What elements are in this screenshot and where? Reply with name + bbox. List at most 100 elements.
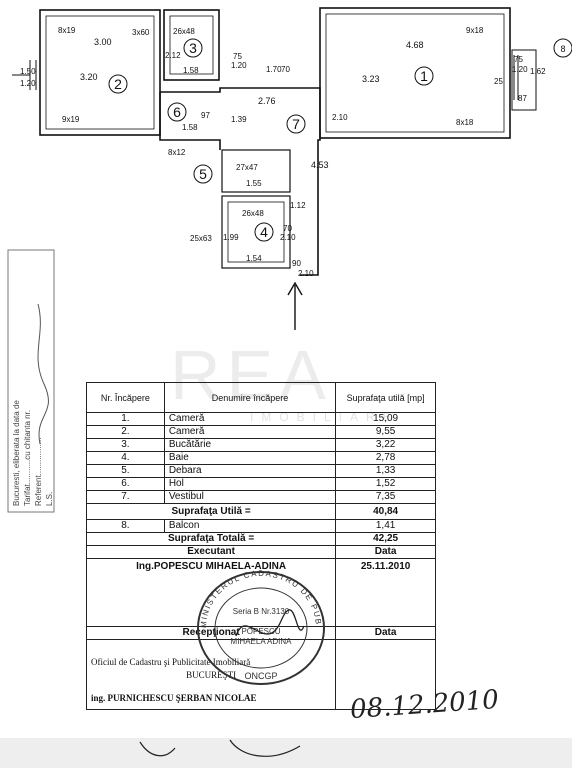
- hall-6-outline: [159, 92, 221, 150]
- dim-label: 3x60: [132, 28, 150, 37]
- room-name: Bucătărie: [163, 438, 337, 452]
- room-nr: 1.: [86, 412, 165, 426]
- executant-date: 25.11.2010: [335, 558, 436, 627]
- dim-label: 25x63: [190, 234, 212, 243]
- office-date-cell: [335, 639, 436, 710]
- total-area-row: Suprafaţa Totală = 42,25: [85, 532, 436, 546]
- dim-label: 27x47: [236, 163, 258, 172]
- header-room-number: Nr. Încăpere: [86, 382, 165, 413]
- vestibule-outline: [160, 87, 321, 276]
- room-1-inner: [325, 13, 505, 133]
- floor-plan: 1 2 3 4 5 6 7 8 8x19 3.00 3x60 26x48 2.1…: [12, 7, 572, 330]
- dim-label: 1.20: [20, 79, 36, 88]
- room-2-inner: [45, 15, 155, 130]
- stub-line: Bucuresti, eliberata la data de: [12, 400, 21, 506]
- dim-label: 8x19: [58, 26, 76, 35]
- header-room-name: Denumire încăpere: [163, 382, 337, 413]
- dim-label: 2.10: [298, 269, 314, 278]
- room-number-2: 2: [114, 76, 122, 92]
- stub-signature: [37, 303, 49, 445]
- room-2-outline: [39, 9, 161, 136]
- executant-data-label: Data: [335, 545, 436, 559]
- plan-windows: [12, 38, 572, 242]
- receptionat-label: Recepţionat: [85, 626, 337, 640]
- room-name: Debara: [163, 464, 337, 478]
- dim-label: 70: [283, 224, 292, 233]
- bottom-bar: [0, 738, 572, 768]
- room-nr: 3.: [86, 438, 165, 452]
- room-name: Cameră: [163, 425, 337, 439]
- total-area-label: Suprafaţa Totală =: [85, 532, 337, 546]
- stub-line: L.S.: [45, 491, 54, 506]
- useful-area-row: Suprafaţa Utilă = 40,84: [85, 503, 436, 520]
- room-number-1: 1: [420, 68, 428, 84]
- useful-area-value: 40,84: [335, 503, 436, 520]
- stub-line: Referent.................: [34, 437, 43, 506]
- balcony-label-circle: [553, 38, 572, 58]
- dim-label: 8x12: [168, 148, 186, 157]
- dim-label: 3.20: [80, 72, 98, 82]
- room-1-outline: [319, 7, 511, 139]
- room-nr: 2.: [86, 425, 165, 439]
- dim-label: 97: [201, 111, 210, 120]
- room-name: Cameră: [163, 412, 337, 426]
- room-5-outline: [221, 149, 291, 193]
- dim-label: 1.20: [231, 61, 247, 70]
- room-area: 7,35: [335, 490, 436, 504]
- dim-label: 1.62: [530, 67, 546, 76]
- receptionat-data-label: Data: [335, 626, 436, 640]
- dim-label: 1.58: [182, 123, 198, 132]
- room-3-inner: [169, 15, 214, 75]
- dimension-labels: 8x19 3.00 3x60 26x48 2.12 1.58 75 1.20 1…: [20, 26, 546, 278]
- dim-label: 25: [494, 77, 503, 86]
- dim-label: 75: [514, 55, 523, 64]
- entrance-arrow: [287, 281, 303, 330]
- room-nr: 7.: [86, 490, 165, 504]
- dim-label: 9x19: [62, 115, 80, 124]
- dim-label: 4.68: [406, 40, 424, 50]
- header-useful-area: Suprafaţa utilă [mp]: [335, 382, 436, 413]
- stub-line: Tarifat...........cu chitanta nr.: [23, 409, 32, 506]
- office-name: Oficiul de Cadastru şi Publicitate Imobi…: [91, 657, 251, 667]
- receptionat-header-row: Recepţionat Data: [85, 626, 436, 640]
- dim-label: 26x48: [242, 209, 264, 218]
- dim-label: 1.58: [183, 66, 199, 75]
- balcony-name: Balcon: [163, 519, 337, 533]
- dim-label: 1.99: [223, 233, 239, 242]
- dim-label: 1.54: [246, 254, 262, 263]
- room-number-3: 3: [189, 40, 197, 56]
- dim-label: 1.39: [231, 115, 247, 124]
- room-3-outline: [163, 9, 220, 81]
- dim-label: 1.12: [290, 201, 306, 210]
- executant-row: Ing.POPESCU MIHAELA-ADINA 25.11.2010: [85, 558, 436, 627]
- room-name: Vestibul: [163, 490, 337, 504]
- office-city: BUCUREŞTI: [186, 670, 237, 680]
- bottom-scribble: [139, 739, 301, 757]
- room-number-7: 7: [292, 116, 300, 132]
- balcony-row: 8. Balcon 1,41: [86, 519, 436, 533]
- balcony-area: 1,41: [335, 519, 436, 533]
- room-number-4: 4: [260, 224, 268, 240]
- dim-label: 2.12: [165, 51, 181, 60]
- room-area: 1,33: [335, 464, 436, 478]
- dim-label: 2.10: [332, 113, 348, 122]
- room-name: Hol: [163, 477, 337, 491]
- dim-label: 90: [292, 259, 301, 268]
- room-number-5: 5: [199, 166, 207, 182]
- room-number-6: 6: [173, 104, 181, 120]
- balcony-nr: 8.: [86, 519, 165, 533]
- office-registrar: ing. PURNICHESCU ŞERBAN NICOLAE: [91, 693, 257, 703]
- dim-label: 4.53: [311, 160, 329, 170]
- room-area: 9,55: [335, 425, 436, 439]
- room-nr: 6.: [86, 477, 165, 491]
- dim-label: 3.00: [94, 37, 112, 47]
- issuance-stub: Bucuresti, eliberata la data de Tarifat.…: [0, 244, 60, 516]
- dim-label: 87: [518, 94, 527, 103]
- executant-label: Executant: [85, 545, 337, 559]
- room-name: Baie: [163, 451, 337, 465]
